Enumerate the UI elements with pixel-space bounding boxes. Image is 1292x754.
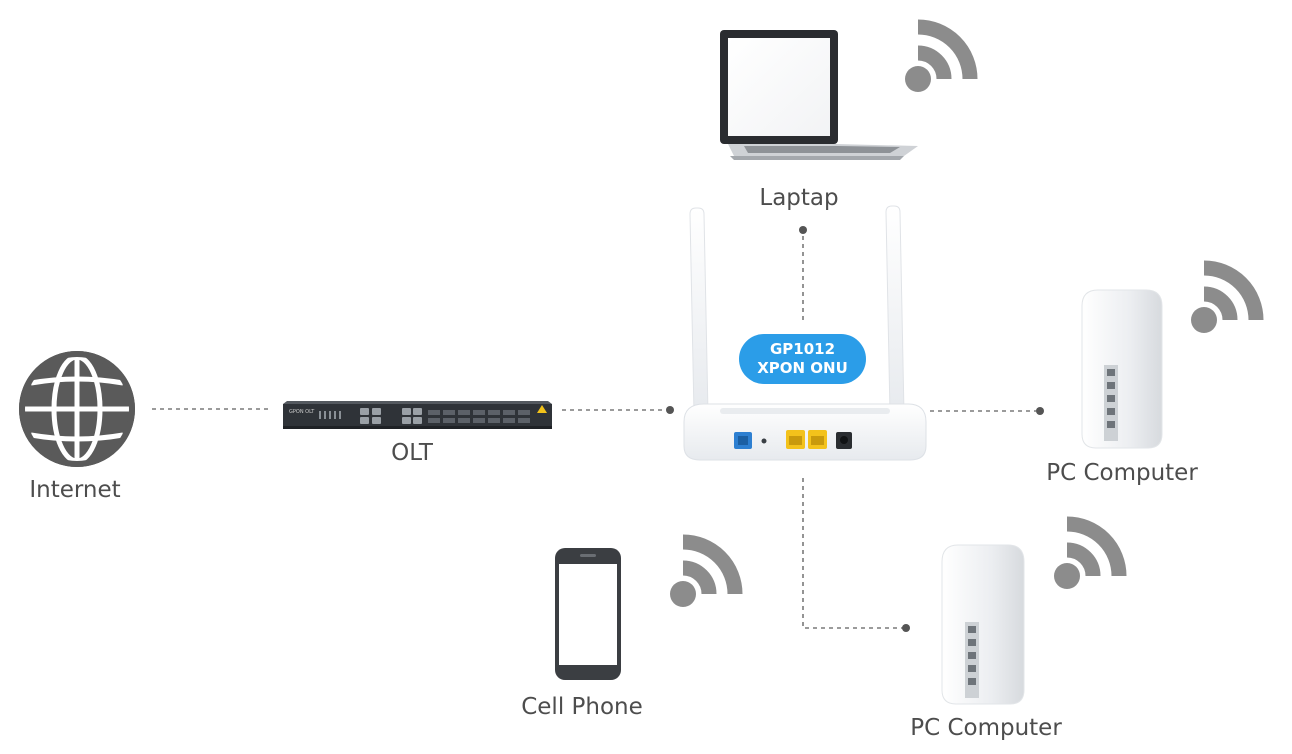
label-laptop: Laptap — [759, 185, 839, 211]
label-pc-right: PC Computer — [1046, 460, 1198, 486]
wifi-signal-icon — [1191, 260, 1264, 333]
router-icon — [683, 205, 927, 461]
label-internet: Internet — [29, 477, 121, 503]
wifi-signal-icon — [670, 534, 743, 607]
connector-dot-pc-right — [1036, 407, 1044, 415]
label-pc-bottom: PC Computer — [910, 715, 1062, 741]
connector-onu-pc-bottom — [802, 478, 903, 629]
globe-icon — [19, 351, 135, 467]
onu-model-line2: XPON ONU — [757, 359, 848, 377]
wifi-signal-icon — [905, 19, 978, 92]
antenna-left — [689, 207, 709, 415]
connector-dot-laptop — [799, 226, 807, 234]
connector-lines — [152, 236, 1036, 629]
connector-dot-olt-onu — [666, 406, 674, 414]
label-olt: OLT — [391, 440, 433, 466]
cell-phone-icon — [555, 548, 621, 680]
connector-dot-pc-bottom — [902, 624, 910, 632]
onu-model-badge: GP1012 XPON ONU — [739, 334, 866, 384]
antenna-right — [885, 205, 905, 415]
mesh-tower-icon — [1081, 289, 1163, 449]
olt-device-icon: GPON OLT — [283, 401, 552, 429]
label-cell-phone: Cell Phone — [521, 694, 643, 720]
mesh-tower-icon — [941, 544, 1025, 705]
onu-model-line1: GP1012 — [769, 340, 836, 358]
wifi-signal-icon — [1054, 516, 1127, 589]
connector-end-dots — [666, 226, 1044, 632]
olt-device-text: GPON OLT — [289, 409, 315, 415]
laptop-icon — [720, 30, 918, 160]
